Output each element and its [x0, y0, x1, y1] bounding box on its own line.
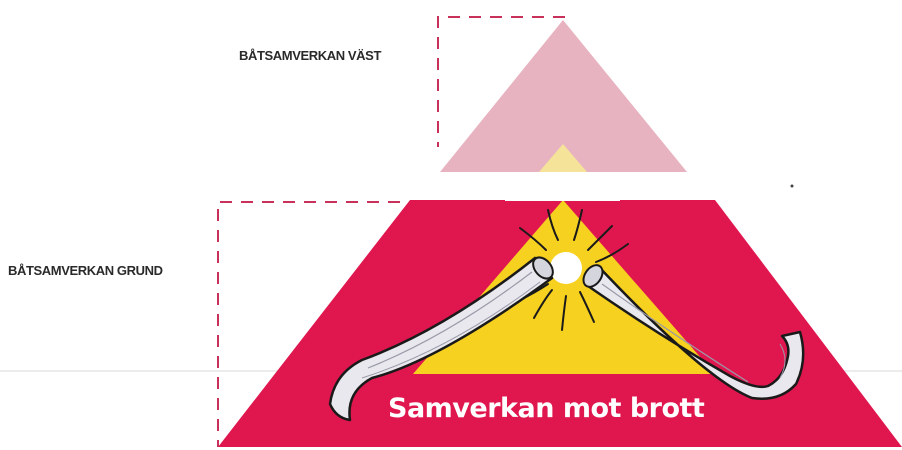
stray-dot: [791, 185, 794, 188]
base-level-label: BÅTSAMVERKAN GRUND: [8, 263, 163, 278]
top-level-label: BÅTSAMVERKAN VÄST: [239, 48, 381, 63]
slogan-text: Samverkan mot brott: [388, 393, 704, 424]
